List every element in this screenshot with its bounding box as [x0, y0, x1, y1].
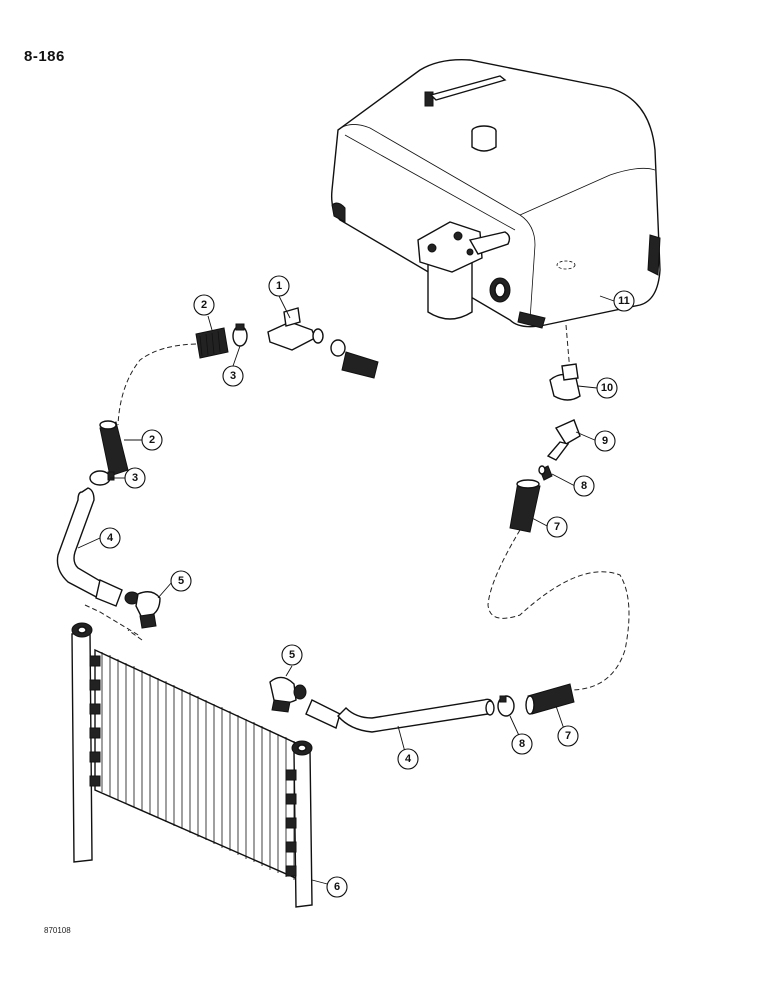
callout-4-left: 4	[99, 527, 121, 549]
return-tube-left	[56, 487, 123, 607]
callout-9: 9	[594, 430, 616, 452]
cooler-tabs-right	[285, 769, 297, 877]
callout-8-right: 8	[573, 475, 595, 497]
callout-7-lower-label: 7	[565, 730, 571, 742]
filter-assembly	[417, 221, 511, 320]
dashed-hose-left	[117, 343, 197, 426]
callout-11-label: 11	[618, 295, 630, 307]
callout-1-label: 1	[276, 280, 282, 292]
callout-8-right-label: 8	[581, 480, 587, 492]
callout-6: 6	[326, 876, 348, 898]
callout-5-left-label: 5	[178, 575, 184, 587]
callout-2-top-label: 2	[201, 299, 207, 311]
callout-5-lower-label: 5	[289, 649, 295, 661]
return-tube-lower	[305, 698, 495, 733]
callout-2-top: 2	[193, 294, 215, 316]
callout-7-lower: 7	[557, 725, 579, 747]
tee-fitting	[267, 307, 324, 351]
callout-3-left-label: 3	[132, 472, 138, 484]
callout-7-right: 7	[546, 516, 568, 538]
hose-clamp-upper	[232, 323, 248, 347]
callout-10: 10	[596, 377, 618, 399]
callout-3-left: 3	[124, 467, 146, 489]
callout-7-right-label: 7	[554, 521, 560, 533]
page-number: 8-186	[24, 48, 65, 65]
callout-4-left-label: 4	[107, 532, 114, 544]
hose-right	[509, 479, 541, 533]
elbow-nipple-right	[546, 419, 581, 461]
tank-adapter-fitting	[549, 363, 581, 401]
callout-8-lower-label: 8	[519, 738, 525, 750]
elbow-fitting-left	[124, 591, 161, 629]
callout-5-left: 5	[170, 570, 192, 592]
callout-5-lower: 5	[281, 644, 303, 666]
dashed-link-fitting	[84, 604, 141, 637]
callout-3-top-label: 3	[230, 370, 236, 382]
callout-2-left-label: 2	[149, 434, 155, 446]
figure-id: 870108	[44, 926, 71, 935]
dashed-hose-right	[487, 529, 630, 691]
hose-left	[99, 420, 129, 477]
callout-4-lower: 4	[397, 748, 419, 770]
cooler-tabs-left	[89, 655, 101, 787]
callout-1: 1	[268, 275, 290, 297]
callout-3-top: 3	[222, 365, 244, 387]
hose-upper	[195, 327, 229, 359]
elbow-fitting-lower	[269, 676, 307, 713]
hose-clamp-lower	[497, 695, 515, 717]
callout-11: 11	[613, 290, 635, 312]
callout-4-lower-label: 4	[405, 753, 412, 765]
callout-6-label: 6	[334, 881, 340, 893]
callout-10-label: 10	[601, 382, 613, 394]
cooler-fins	[101, 652, 295, 880]
callout-8-lower: 8	[511, 733, 533, 755]
hose-clamp-right	[538, 465, 553, 481]
hose-adapter-right	[330, 339, 379, 379]
oil-cooler	[71, 622, 313, 908]
callout-2-left: 2	[141, 429, 163, 451]
dashed-link-fitting-2	[127, 629, 143, 641]
callout-9-label: 9	[602, 435, 608, 447]
hydraulic-tank	[330, 59, 661, 329]
hose-lower	[525, 683, 575, 715]
